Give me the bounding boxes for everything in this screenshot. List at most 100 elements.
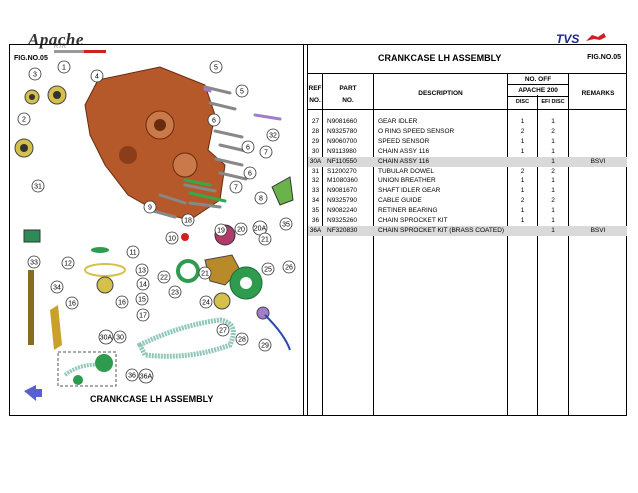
seal-ring	[176, 259, 200, 283]
disc-qty-cell: 2	[520, 197, 525, 205]
callout-18: 18	[181, 213, 195, 227]
callout-20: 20	[234, 222, 248, 236]
callout-5: 5	[235, 84, 249, 98]
ref-cell: 33	[311, 187, 320, 195]
callout-label: 2	[22, 116, 26, 123]
cable-guide	[271, 176, 294, 206]
ref-no-header: NO.	[309, 97, 321, 104]
callout-6: 6	[241, 140, 255, 154]
callout-label: 5	[214, 64, 218, 71]
red-pin	[181, 233, 189, 241]
callout-4: 4	[90, 69, 104, 83]
callout-label: 15	[138, 296, 146, 303]
callout-7: 7	[259, 145, 273, 159]
callout-35: 35	[279, 217, 293, 231]
o-ring	[91, 247, 109, 253]
callout-29: 29	[258, 338, 272, 352]
callout-21: 21	[258, 232, 272, 246]
callout-label: 21	[201, 270, 209, 277]
callout-24: 24	[199, 295, 213, 309]
efi-qty-cell: 1	[551, 157, 555, 165]
col-divider	[507, 73, 508, 415]
callout-label: 18	[184, 217, 192, 224]
figure-frame: FIG.NO.05	[9, 44, 627, 416]
callout-label: 6	[248, 170, 252, 177]
description-cell: CHAIN ASSY 116	[378, 147, 430, 155]
callout-label: 21	[261, 236, 269, 243]
ref-cell: 36A	[309, 226, 322, 234]
description-cell: UNION BREATHER	[378, 177, 436, 185]
efi-qty-cell: 2	[551, 167, 555, 175]
ref-cell: 30	[311, 147, 320, 155]
description-cell: CHAIN ASSY 116	[378, 157, 430, 165]
disc-qty-cell: 2	[520, 127, 525, 135]
sensor-cable	[264, 314, 291, 351]
green-rods	[183, 178, 227, 203]
breather-union	[23, 229, 41, 243]
callout-label: 16	[68, 300, 76, 307]
callout-label: 19	[217, 227, 225, 234]
parts-list-panel: CRANKCASE LH ASSEMBLY FIG.NO.05 REF NO. …	[307, 45, 627, 415]
ref-cell: 30A	[309, 157, 322, 165]
disc-qty-cell: 1	[520, 137, 525, 145]
drive-chain	[136, 317, 236, 359]
callout-7: 7	[229, 180, 243, 194]
ref-cell: 31	[311, 167, 320, 175]
part-no-cell: N9325790	[327, 197, 357, 205]
callout-9: 9	[143, 200, 157, 214]
kit-inset-box	[57, 351, 117, 387]
callout-17: 17	[136, 308, 150, 322]
efi-qty-cell: 1	[551, 137, 555, 145]
callout-16: 16	[115, 295, 129, 309]
callout-10: 10	[165, 231, 179, 245]
efi-qty-cell: 2	[551, 127, 555, 135]
disc-qty-cell: 1	[520, 147, 525, 155]
table-row: 31 S1200270 TUBULAR DOWEL 2 2	[308, 167, 627, 177]
callout-label: 20A	[254, 225, 267, 232]
callout-1: 1	[57, 60, 71, 74]
description-cell: SPEED SENSOR	[378, 137, 430, 145]
tvs-logo: TVS	[556, 30, 612, 46]
description-cell: TUBULAR DOWEL	[378, 167, 434, 175]
disc-qty-cell: 2	[520, 167, 525, 175]
back-arrow-icon[interactable]	[24, 385, 42, 401]
part-header: PART	[339, 85, 357, 92]
description-cell: RETINER BEARING	[378, 207, 438, 215]
remarks-cell: BSVI	[590, 226, 606, 234]
callout-label: 29	[261, 342, 269, 349]
horse-icon	[586, 33, 606, 41]
callout-label: 27	[219, 327, 227, 334]
part-no-cell: N9081660	[327, 118, 357, 125]
callout-25: 25	[261, 262, 275, 276]
callout-16: 16	[65, 296, 79, 310]
ref-cell: 32	[311, 177, 320, 185]
callout-label: 30	[116, 334, 124, 341]
part-no-cell: S1200270	[327, 167, 357, 175]
callout-31: 31	[31, 179, 45, 193]
callout-30A: 30A	[98, 329, 114, 345]
shaft-idler	[28, 270, 34, 345]
callout-label: 12	[64, 260, 72, 267]
remarks-header: REMARKS	[581, 90, 615, 97]
efi-qty-cell: 1	[551, 147, 555, 155]
callout-label: 13	[138, 267, 146, 274]
description-cell: CHAIN SPROCKET KIT	[378, 217, 448, 224]
part-no-cell: N9081670	[327, 187, 357, 195]
callout-28: 28	[235, 332, 249, 346]
callout-30: 30	[113, 330, 127, 344]
part-no-cell: NF320830	[327, 226, 358, 234]
callout-2: 2	[17, 112, 31, 126]
disc-qty-cell: 1	[520, 207, 525, 215]
callout-label: 7	[234, 184, 238, 191]
part-no-header: NO.	[342, 97, 354, 104]
callout-label: 5	[240, 88, 244, 95]
callout-3: 3	[28, 67, 42, 81]
efi-qty-cell: 2	[551, 197, 555, 205]
callout-label: 33	[30, 259, 38, 266]
